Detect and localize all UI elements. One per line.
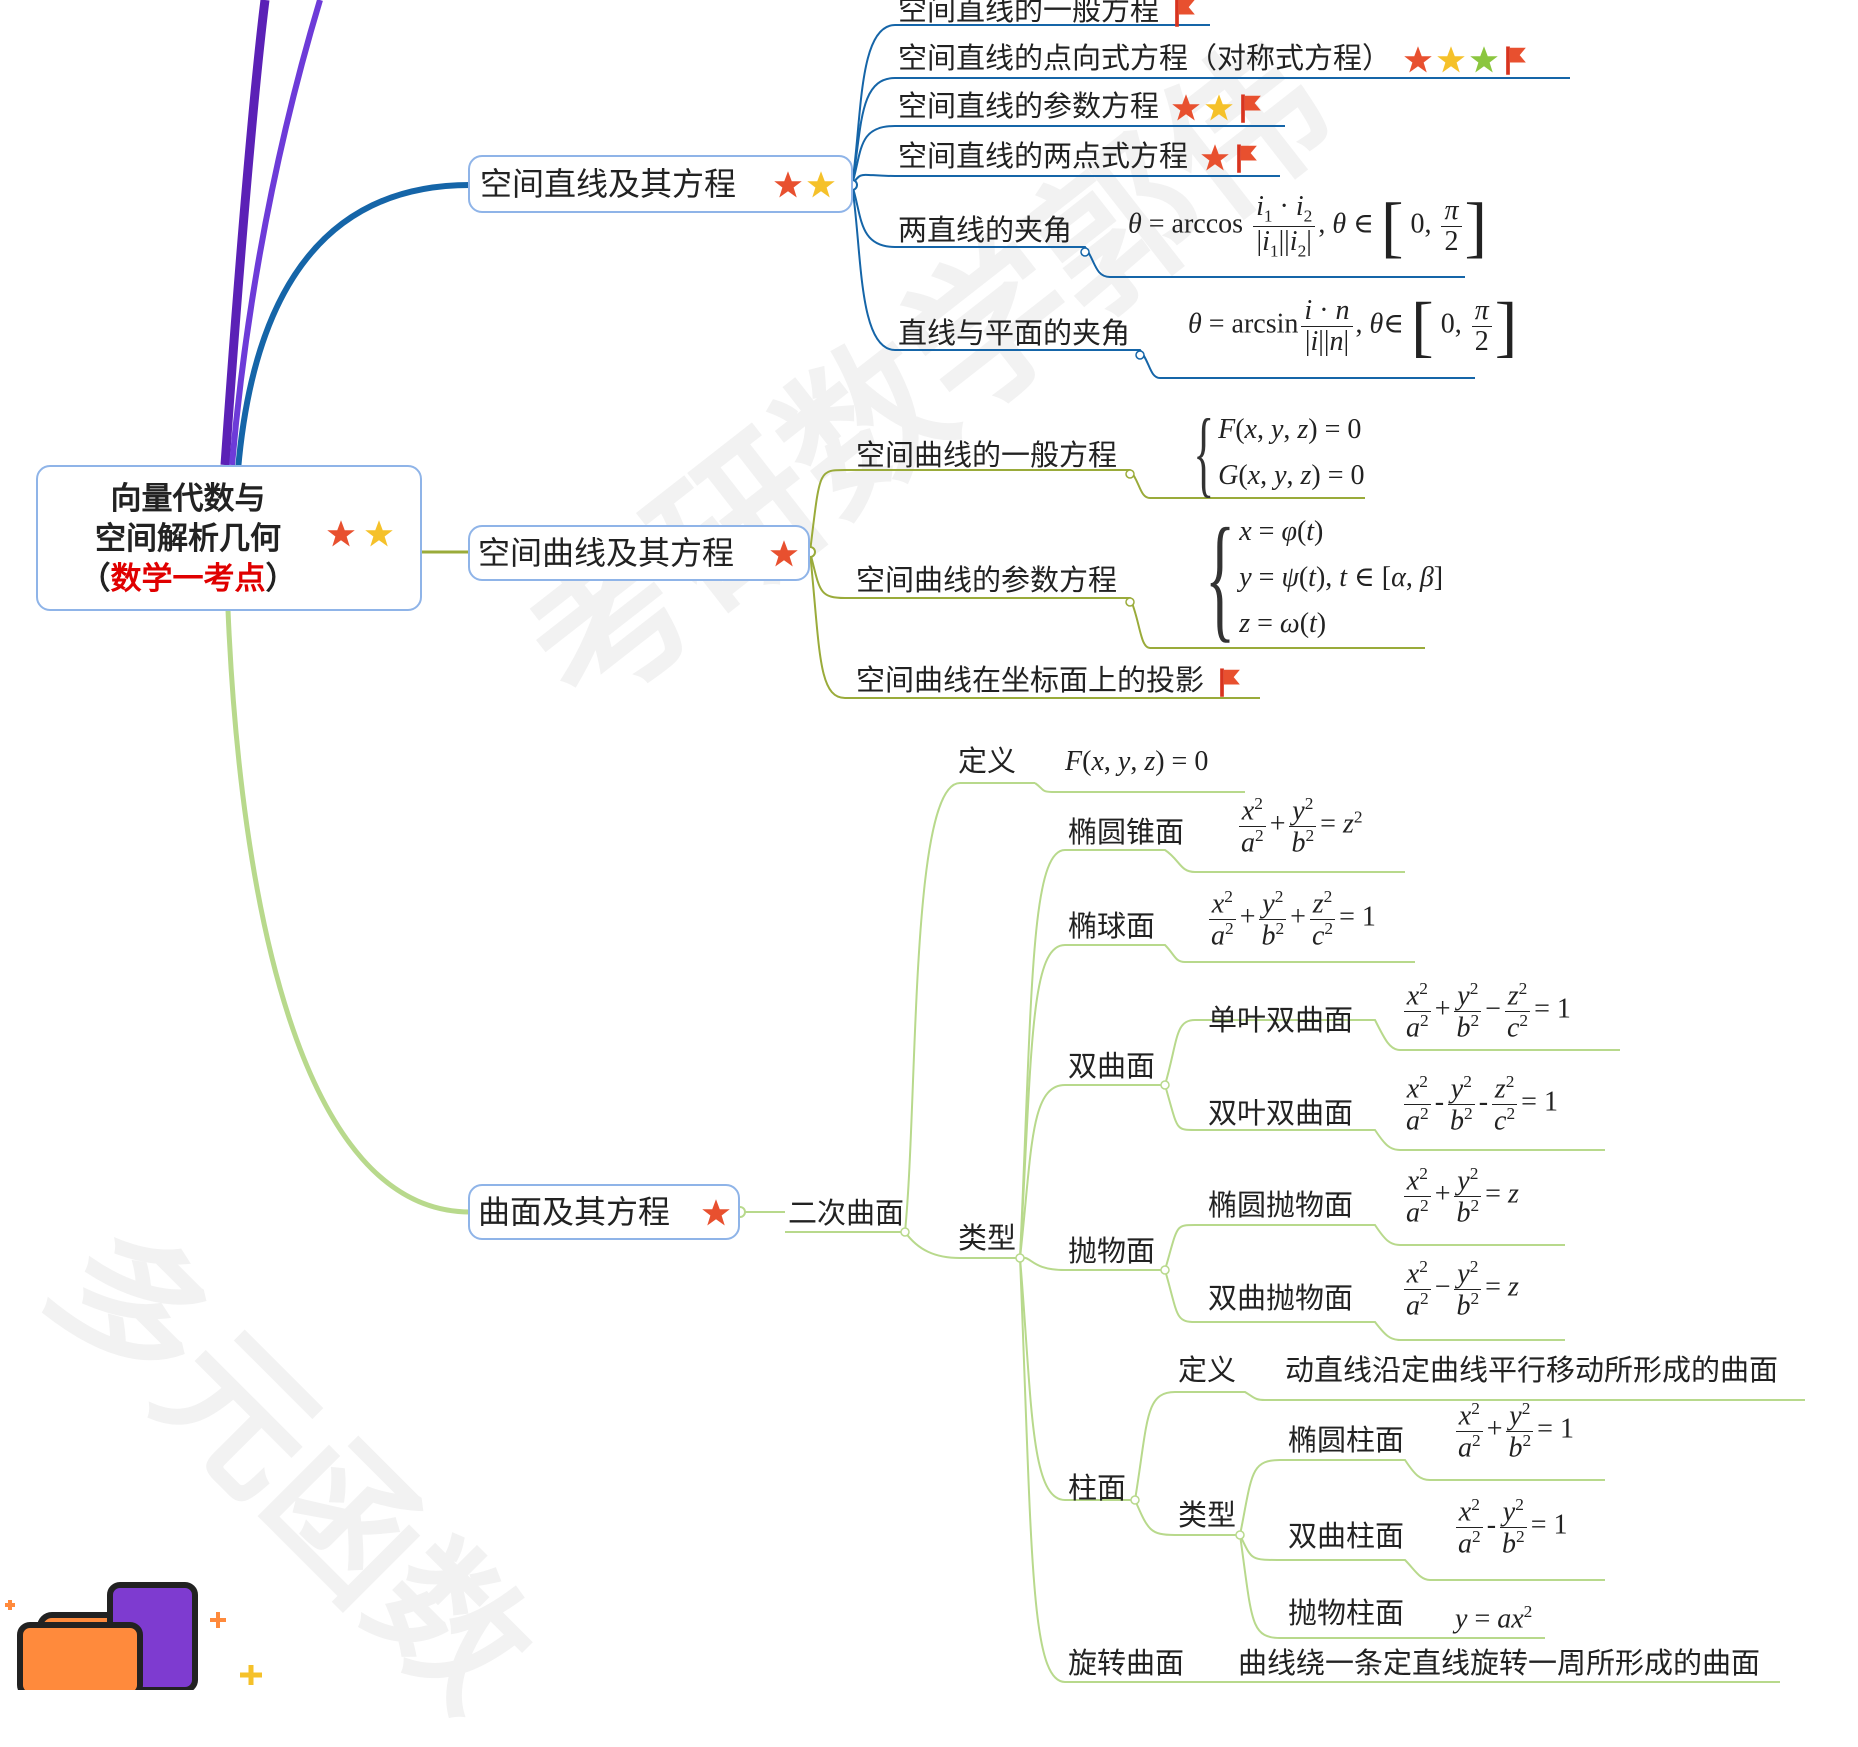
branch-curves-title: 空间曲线及其方程 <box>478 534 735 572</box>
line-twopoint-eq[interactable]: 空间直线的两点式方程 <box>898 138 1260 174</box>
flag-icon <box>1241 94 1262 123</box>
star-yellow-icon <box>1205 94 1233 121</box>
curve-projection[interactable]: 空间曲线在坐标面上的投影 <box>856 662 1243 698</box>
folder-icon <box>5 1582 262 1690</box>
root-highlight: 数学一考点 <box>110 561 266 597</box>
cylinder-types[interactable]: 类型 <box>1178 1498 1237 1532</box>
line-param-eq[interactable]: 空间直线的参数方程 <box>898 88 1264 124</box>
line-symmetric-eq[interactable]: 空间直线的点向式方程（对称式方程） <box>898 40 1529 76</box>
curve-param-eq[interactable]: 空间曲线的参数方程 <box>856 563 1118 597</box>
quadric-types[interactable]: 类型 <box>958 1221 1017 1255</box>
cylinder-definition[interactable]: 定义 <box>1178 1353 1237 1387</box>
rotation-surface-text: 曲线绕一条定直线旋转一周所形成的曲面 <box>1238 1646 1761 1680</box>
rotation-surface[interactable]: 旋转曲面 <box>1068 1646 1185 1680</box>
formula-curve-general: { F(x, y, z) = 0 G(x, y, z) = 0 <box>1193 399 1365 506</box>
ellip-cylinder[interactable]: 椭圆柱面 <box>1288 1423 1405 1457</box>
cylinder[interactable]: 柱面 <box>1068 1471 1127 1505</box>
hyperboloid[interactable]: 双曲面 <box>1068 1049 1156 1083</box>
branch-curves-node[interactable]: 空间曲线及其方程 <box>468 525 810 581</box>
flag-icon <box>1175 0 1196 27</box>
quadric-surface[interactable]: 二次曲面 <box>788 1196 905 1230</box>
root-title-line1: 向量代数与 <box>110 481 266 517</box>
branch-surfaces-node[interactable]: 曲面及其方程 <box>468 1184 740 1240</box>
star-red-icon <box>1201 144 1229 171</box>
formula-parab-cyl: y = ax2 <box>1455 1602 1533 1635</box>
ellip-paraboloid[interactable]: 椭圆抛物面 <box>1208 1188 1354 1222</box>
root-title-line3: （数学一考点） <box>79 561 297 597</box>
star-yellow-icon <box>365 520 393 547</box>
star-red-icon <box>1172 94 1200 121</box>
cylinder-definition-text: 动直线沿定曲线平行移动所形成的曲面 <box>1285 1353 1779 1387</box>
paraboloid[interactable]: 抛物面 <box>1068 1234 1156 1268</box>
formula-curve-param: { x = φ(t) y = ψ(t), t ∈ [α, β] z = ω(t) <box>1204 500 1444 655</box>
curve-general-eq[interactable]: 空间曲线的一般方程 <box>856 438 1118 472</box>
ellipsoid[interactable]: 椭球面 <box>1068 909 1156 943</box>
quadric-definition[interactable]: 定义 <box>958 744 1017 778</box>
flag-icon <box>1237 144 1258 173</box>
star-red-icon <box>770 540 798 567</box>
line-angle-lines[interactable]: 两直线的夹角 <box>898 213 1073 247</box>
star-red-icon <box>774 171 802 198</box>
star-yellow-icon <box>807 171 835 198</box>
root-node[interactable]: 向量代数与 空间解析几何 （数学一考点） <box>36 465 422 611</box>
connector-lines <box>220 0 1805 1683</box>
star-red-icon <box>702 1199 730 1226</box>
ellip-cone[interactable]: 椭圆锥面 <box>1068 815 1185 849</box>
star-green-icon <box>1470 46 1498 73</box>
formula-quadric-def: F(x, y, z) = 0 <box>1065 746 1209 777</box>
flag-icon <box>1220 668 1241 697</box>
hyper-cylinder[interactable]: 双曲柱面 <box>1288 1519 1405 1553</box>
hyper-paraboloid[interactable]: 双曲抛物面 <box>1208 1281 1354 1315</box>
flag-icon <box>1506 46 1527 75</box>
star-yellow-icon <box>1437 46 1465 73</box>
branch-lines-node[interactable]: 空间直线及其方程 <box>468 155 853 213</box>
parab-cylinder[interactable]: 抛物柱面 <box>1288 1596 1405 1630</box>
root-title-line2: 空间解析几何 <box>95 521 281 557</box>
branch-lines-title: 空间直线及其方程 <box>480 165 737 203</box>
line-angle-plane[interactable]: 直线与平面的夹角 <box>898 316 1131 350</box>
one-sheet-hyperboloid[interactable]: 单叶双曲面 <box>1208 1003 1354 1037</box>
star-red-icon <box>1404 46 1432 73</box>
line-general-eq[interactable]: 空间直线的一般方程 <box>898 0 1198 28</box>
two-sheet-hyperboloid[interactable]: 双叶双曲面 <box>1208 1096 1354 1130</box>
star-red-icon <box>327 520 355 547</box>
branch-surfaces-title: 曲面及其方程 <box>478 1193 671 1231</box>
